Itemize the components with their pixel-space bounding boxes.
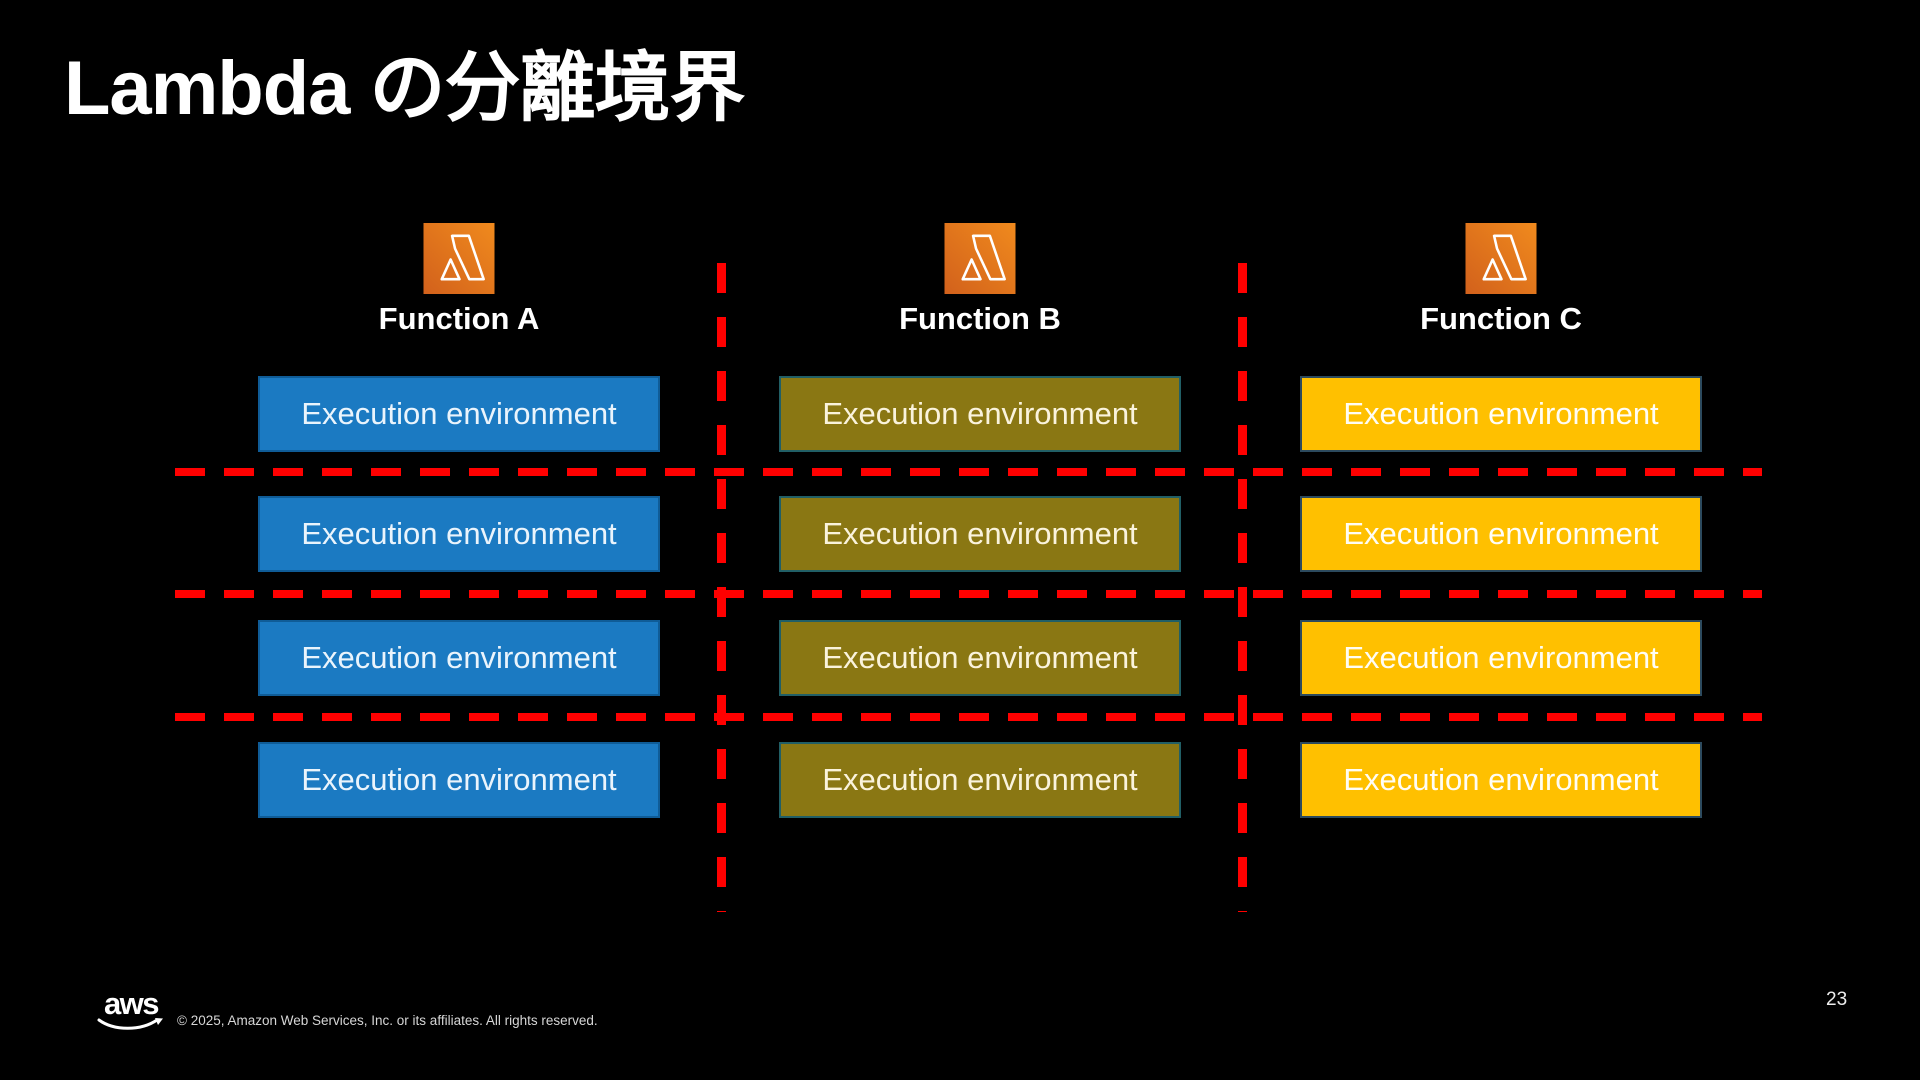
isolation-boundary-horizontal-2 [175, 590, 1762, 598]
execution-environment-box: Execution environment [779, 742, 1181, 818]
execution-environment-box: Execution environment [779, 496, 1181, 572]
execution-environment-box: Execution environment [258, 742, 660, 818]
execution-environment-box: Execution environment [258, 376, 660, 452]
page-title: Lambda の分離境界 [64, 46, 745, 131]
isolation-boundary-horizontal-1 [175, 468, 1762, 476]
aws-lambda-icon [944, 223, 1016, 294]
execution-environment-box: Execution environment [1300, 620, 1702, 696]
aws-logo: aws [92, 988, 170, 1035]
isolation-boundary-horizontal-3 [175, 713, 1762, 721]
execution-environment-box: Execution environment [1300, 742, 1702, 818]
isolation-boundary-vertical-1 [717, 263, 726, 912]
function-a-column: Function A Execution environment Executi… [258, 205, 660, 825]
aws-lambda-icon [1465, 223, 1537, 294]
function-b-column: Function B Execution environment Executi… [779, 205, 1181, 825]
execution-environment-box: Execution environment [258, 620, 660, 696]
isolation-boundary-vertical-2 [1238, 263, 1247, 912]
function-c-column: Function C Execution environment Executi… [1300, 205, 1702, 825]
execution-environment-box: Execution environment [1300, 496, 1702, 572]
execution-environment-box: Execution environment [779, 620, 1181, 696]
function-b-label: Function B [899, 301, 1061, 336]
execution-environment-box: Execution environment [779, 376, 1181, 452]
aws-logo-text: aws [103, 986, 160, 1021]
execution-environment-box: Execution environment [258, 496, 660, 572]
copyright-text: © 2025, Amazon Web Services, Inc. or its… [177, 1013, 598, 1028]
amazon-smile-icon [97, 1018, 163, 1030]
aws-lambda-icon [423, 223, 495, 294]
page-number: 23 [1826, 989, 1848, 1010]
function-a-label: Function A [378, 301, 540, 336]
execution-environment-box: Execution environment [1300, 376, 1702, 452]
function-c-label: Function C [1420, 301, 1582, 336]
